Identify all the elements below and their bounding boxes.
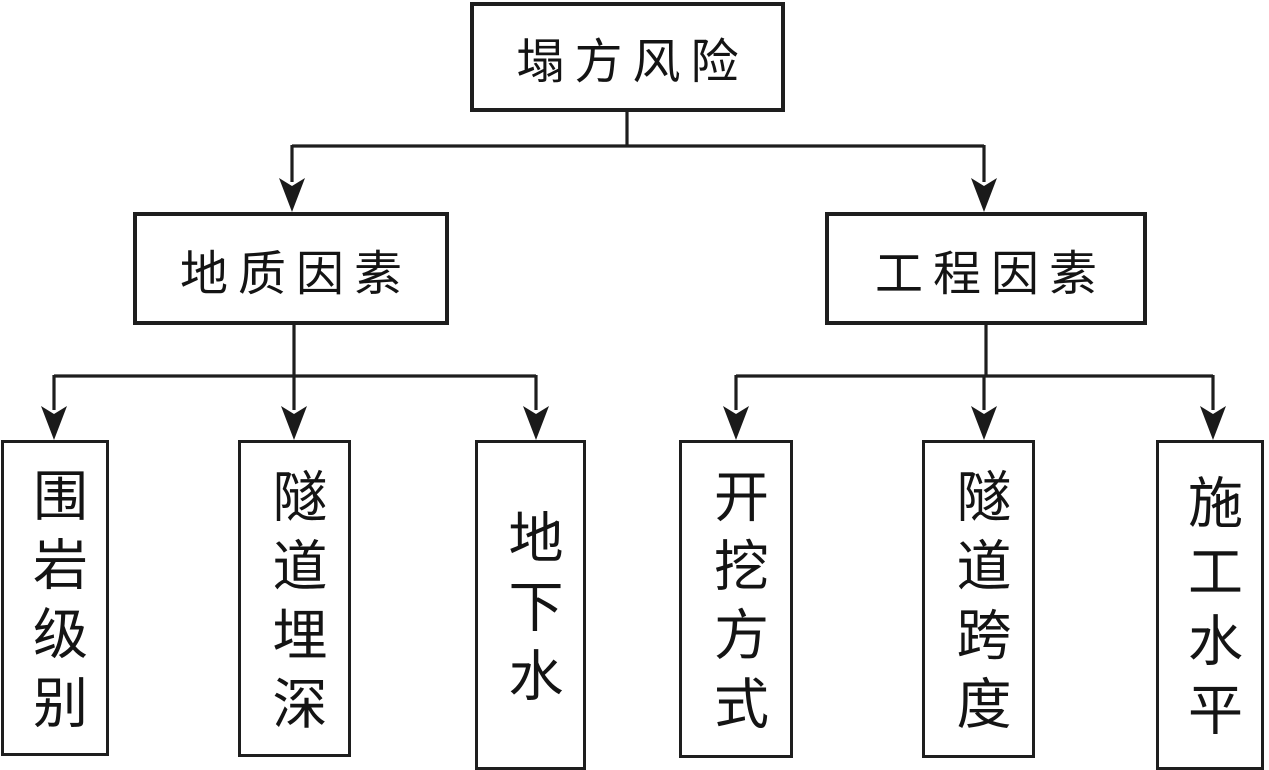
- node-groundwater: 地下水: [475, 440, 586, 770]
- node-engineering-factors: 工程因素: [825, 212, 1147, 325]
- arrowhead-burial-depth: [281, 406, 307, 440]
- arrowhead-rock-grade: [41, 406, 67, 440]
- arrowhead-construction: [1200, 406, 1226, 440]
- arrowhead-geological: [279, 178, 305, 212]
- node-geological-factors-label: 地质因素: [179, 245, 412, 302]
- node-construction-level: 施工水平: [1156, 440, 1264, 770]
- arrowhead-span: [971, 406, 997, 440]
- node-excavation-method-label: 开挖方式: [704, 468, 769, 744]
- node-tunnel-span-label: 隧道跨度: [947, 468, 1011, 744]
- node-groundwater-label: 地下水: [499, 508, 563, 716]
- node-tunnel-burial-depth-label: 隧道埋深: [263, 467, 327, 744]
- node-tunnel-span: 隧道跨度: [922, 440, 1035, 758]
- node-collapse-risk: 塌方风险: [470, 2, 785, 112]
- node-surrounding-rock-grade-label: 围岩级别: [23, 467, 88, 743]
- node-excavation-method: 开挖方式: [679, 440, 793, 758]
- node-tunnel-burial-depth: 隧道埋深: [238, 440, 351, 757]
- node-surrounding-rock-grade: 围岩级别: [1, 440, 109, 756]
- node-engineering-factors-label: 工程因素: [874, 245, 1107, 302]
- arrowhead-excavation: [723, 406, 749, 440]
- arrowhead-engineering: [971, 178, 997, 212]
- node-construction-level-label: 施工水平: [1178, 474, 1243, 750]
- node-geological-factors: 地质因素: [133, 212, 449, 325]
- arrowhead-groundwater: [523, 406, 549, 440]
- node-collapse-risk-label: 塌方风险: [516, 34, 749, 90]
